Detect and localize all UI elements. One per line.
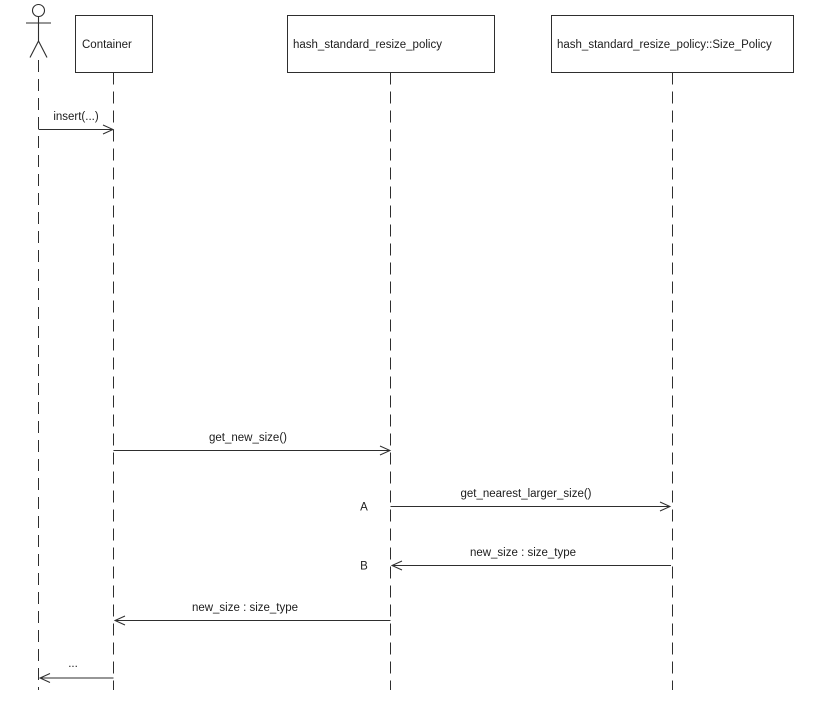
message-marker-a: A xyxy=(360,502,368,514)
message-insert: insert(...) xyxy=(38,111,115,135)
message-label: insert(...) xyxy=(53,111,99,123)
participant-box xyxy=(287,15,495,73)
actor-head xyxy=(31,3,46,18)
message-label: get_new_size() xyxy=(209,432,287,444)
participant-box xyxy=(75,15,153,73)
participant-container: Container xyxy=(75,15,153,73)
message-get-nearest-larger-size: A get_nearest_larger_size() xyxy=(360,488,672,514)
message-label: new_size : size_type xyxy=(192,602,298,614)
message-get-new-size: get_new_size() xyxy=(113,432,392,456)
message-marker-b: B xyxy=(360,561,368,573)
message-new-size-return-b: B new_size : size_type xyxy=(360,547,671,573)
actor-leg-left xyxy=(29,40,39,58)
actor-icon xyxy=(26,3,51,58)
message-label: get_nearest_larger_size() xyxy=(460,488,591,500)
message-new-size-return: new_size : size_type xyxy=(113,602,391,626)
participant-hash-standard-resize-policy: hash_standard_resize_policy xyxy=(287,15,495,73)
participant-label: Container xyxy=(82,39,132,51)
message-label: ... xyxy=(68,658,78,670)
participant-box xyxy=(551,15,794,73)
participant-label: hash_standard_resize_policy xyxy=(293,39,442,51)
message-label: new_size : size_type xyxy=(470,547,576,559)
actor-leg-right xyxy=(38,40,48,58)
participant-size-policy: hash_standard_resize_policy::Size_Policy xyxy=(551,15,794,73)
participant-label: hash_standard_resize_policy::Size_Policy xyxy=(557,39,772,51)
message-ellipsis-return: ... xyxy=(38,658,114,683)
